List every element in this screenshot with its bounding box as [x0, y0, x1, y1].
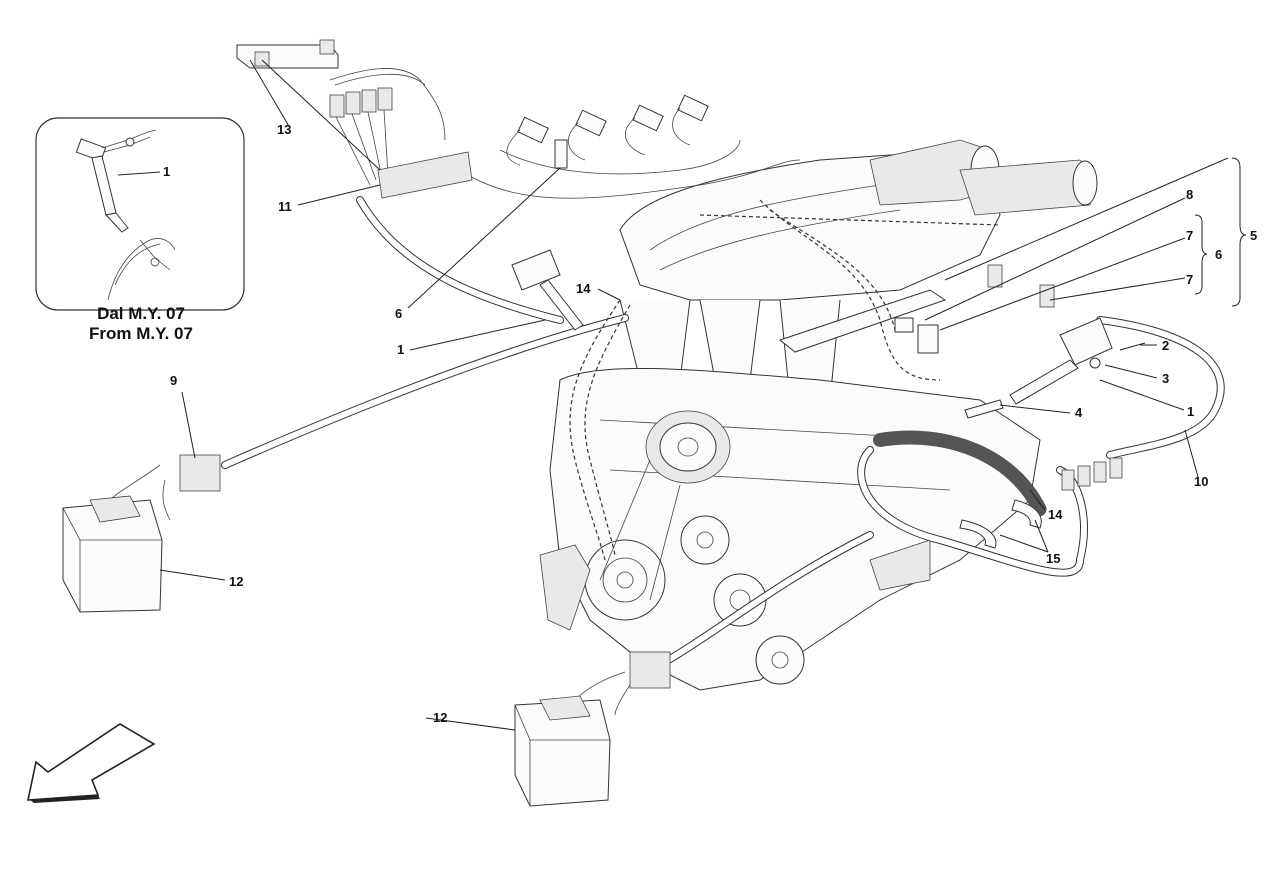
callout-label: 6 — [395, 306, 402, 321]
arrow-down-left-icon — [26, 723, 156, 803]
callout-label: 10 — [1194, 474, 1208, 489]
callout-label: 7 — [1186, 272, 1193, 287]
callout-label: 1 — [163, 164, 170, 179]
callout-labels: 13 11 6 1 14 9 12 12 8 7 7 6 5 2 3 1 4 1… — [170, 122, 1257, 725]
inset-panel: 1 Dal M.Y. 07 From M.Y. 07 — [35, 117, 245, 343]
callout-label: 1 — [397, 342, 404, 357]
engine-block — [539, 139, 1098, 691]
callout-label: 4 — [1075, 405, 1083, 420]
callout-label: 15 — [1046, 551, 1060, 566]
callout-label: 8 — [1186, 187, 1193, 202]
inset-ignition-coil — [75, 129, 176, 301]
inset-caption-english: From M.Y. 07 — [89, 324, 193, 343]
callout-label: 3 — [1162, 371, 1169, 386]
right-side-parts — [894, 264, 1146, 549]
callout-label: 14 — [1048, 507, 1063, 522]
callout-label: 2 — [1162, 338, 1169, 353]
alternator — [645, 410, 731, 484]
wiring-harness — [221, 139, 1225, 666]
callout-label: 12 — [229, 574, 243, 589]
inset-caption-italian: Dal M.Y. 07 — [97, 304, 185, 323]
ecu-left — [62, 454, 221, 613]
callout-label: 13 — [277, 122, 291, 137]
ecu-bottom — [514, 651, 671, 807]
callout-label: 6 — [1215, 247, 1222, 262]
callout-label: 1 — [1187, 404, 1194, 419]
top-coil-connectors — [236, 39, 709, 331]
callout-label: 5 — [1250, 228, 1257, 243]
leader-lines — [159, 59, 1229, 731]
callout-label: 12 — [433, 710, 447, 725]
spark-plug-connectors — [506, 94, 709, 166]
group-brackets — [1194, 157, 1247, 307]
callout-label: 11 — [278, 199, 292, 214]
callout-label: 14 — [576, 281, 591, 296]
callout-label: 7 — [1186, 228, 1193, 243]
callout-label: 9 — [170, 373, 177, 388]
